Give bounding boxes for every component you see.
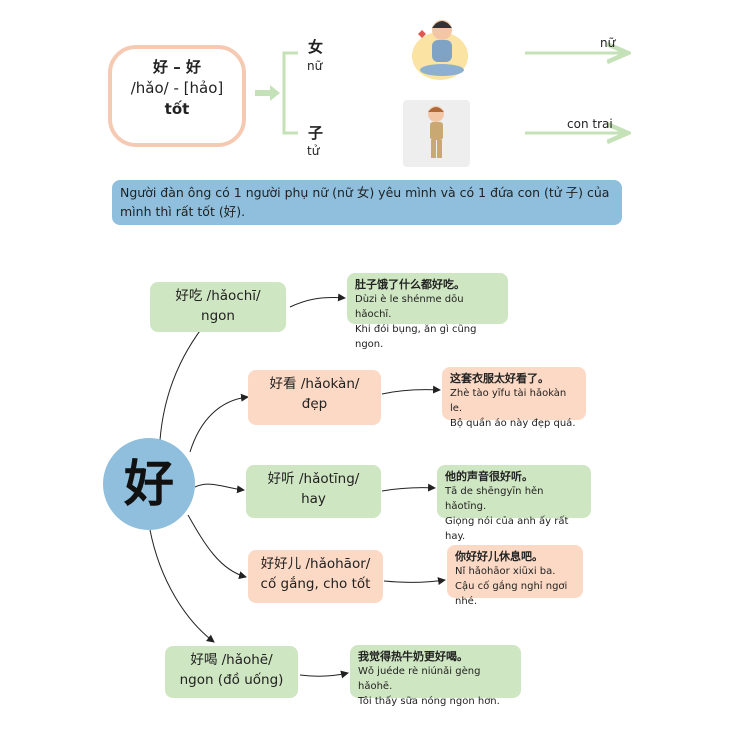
component-char-tu: 子 — [308, 124, 324, 142]
component-reading-tu: tử — [307, 144, 320, 158]
bracket — [282, 51, 298, 135]
word-box-haohe: 好喝 /hǎohē/ ngon (đồ uống) — [165, 646, 298, 698]
word-box-haoting: 好听 /hǎotīng/ hay — [246, 465, 381, 518]
word-label: 好看 /hǎokàn/ — [269, 376, 360, 392]
word-meaning: hay — [301, 491, 326, 507]
explanation-box: Người đàn ông có 1 người phụ nữ (nữ 女) y… — [112, 180, 622, 225]
word-box-haokan: 好看 /hǎokàn/ đẹp — [248, 370, 381, 425]
word-label: 好好儿 /hǎohāor/ — [260, 556, 371, 572]
branch-5 — [149, 529, 215, 643]
hao-definition-box: 好 – 好 /hǎo/ - [hảo] tốt — [108, 45, 246, 147]
word-meaning: ngon — [201, 308, 235, 324]
hao-chars: 好 – 好 — [153, 58, 201, 76]
branch-4 — [187, 514, 247, 580]
example-vietnamese: Giọng nói của anh ấy rất hay. — [445, 516, 569, 542]
example-pinyin: Dùzi è le shénme dōu hǎochī. — [355, 294, 464, 320]
example-pinyin: Nǐ hǎohāor xiūxi ba. — [455, 566, 556, 577]
word-label: 好喝 /hǎohē/ — [190, 652, 273, 668]
component-reading-nu: nữ — [307, 59, 323, 73]
boy-illustration — [403, 100, 470, 167]
example-vietnamese: Khi đói bụng, ăn gì cũng ngon. — [355, 324, 477, 350]
example-box-haoting: 他的声音很好听。 Tā de shēngyīn hěn hǎotīng. Giọ… — [437, 465, 591, 542]
example-chinese: 你好好儿休息吧。 — [455, 550, 543, 563]
word-meaning: ngon (đồ uống) — [179, 672, 284, 688]
word-box-haohaor: 好好儿 /hǎohāor/ cố gắng, cho tốt — [248, 550, 383, 603]
branch-3 — [194, 483, 245, 494]
hao-pinyin: /hǎo/ - [hảo] — [130, 79, 224, 97]
center-char: 好 — [103, 438, 195, 530]
example-chinese: 肚子饿了什么都好吃。 — [355, 278, 465, 291]
example-box-haohe: 我觉得热牛奶更好喝。 Wǒ juéde rè niúnǎi gèng hǎohē… — [350, 645, 521, 707]
example-chinese: 他的声音很好听。 — [445, 470, 533, 483]
example-chinese: 这套衣服太好看了。 — [450, 372, 549, 385]
component-meaning-nu: nữ — [600, 36, 616, 50]
example-box-haokan: 这套衣服太好看了。 Zhè tào yīfu tài hǎokàn le. Bộ… — [442, 367, 586, 429]
word-label: 好听 /hǎotīng/ — [267, 471, 360, 487]
example-vietnamese: Tôi thấy sữa nóng ngon hơn. — [358, 696, 500, 707]
example-pinyin: Zhè tào yīfu tài hǎokàn le. — [450, 388, 567, 414]
example-pinyin: Wǒ juéde rè niúnǎi gèng hǎohē. — [358, 666, 481, 692]
example-vietnamese: Cậu cố gắng nghỉ ngơi nhé. — [455, 581, 568, 607]
word-meaning: cố gắng, cho tốt — [260, 576, 371, 592]
woman-illustration — [400, 12, 476, 82]
example-vietnamese: Bộ quần áo này đẹp quá. — [450, 418, 576, 429]
component-char-nu: 女 — [308, 38, 324, 56]
component-meaning-tu: con trai — [567, 117, 613, 131]
word-label: 好吃 /hǎochī/ — [175, 288, 261, 304]
hao-meaning: tốt — [164, 100, 190, 118]
word-meaning: đẹp — [301, 396, 328, 412]
example-pinyin: Tā de shēngyīn hěn hǎotīng. — [445, 486, 544, 512]
word-box-haochi: 好吃 /hǎochī/ ngon — [150, 282, 286, 332]
example-chinese: 我觉得热牛奶更好喝。 — [358, 650, 468, 663]
example-box-haochi: 肚子饿了什么都好吃。 Dùzi è le shénme dōu hǎochī. … — [347, 273, 508, 350]
explanation-text: Người đàn ông có 1 người phụ nữ (nữ 女) y… — [120, 185, 610, 219]
example-box-haohaor: 你好好儿休息吧。 Nǐ hǎohāor xiūxi ba. Cậu cố gắn… — [447, 545, 583, 607]
branch-2 — [189, 393, 249, 453]
